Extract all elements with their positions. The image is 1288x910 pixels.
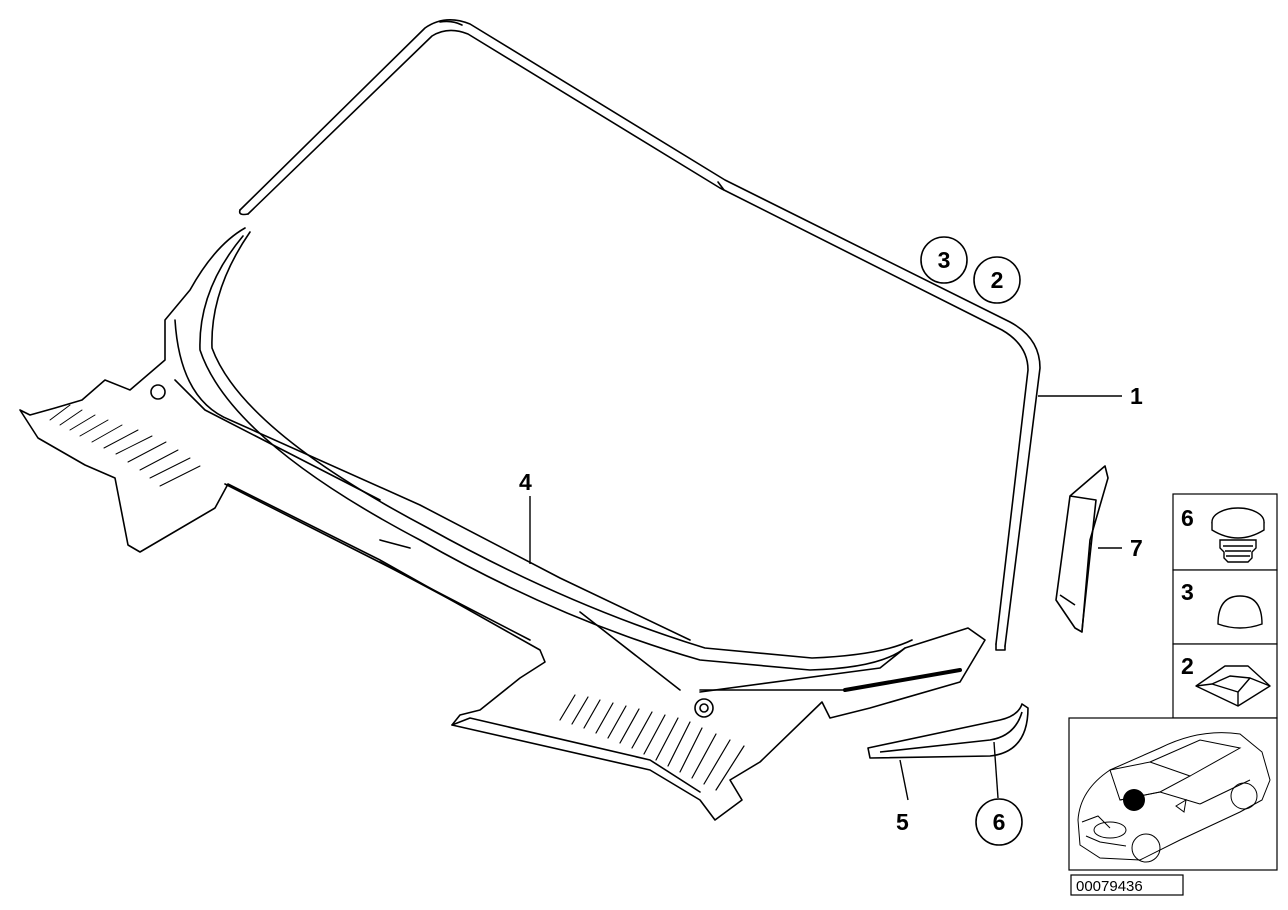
circled-callout-2-label: 2 (991, 267, 1004, 293)
car-location-thumbnail (1068, 717, 1278, 871)
callout-1: 1 (1130, 383, 1143, 409)
legend-box-2-label: 2 (1181, 653, 1194, 679)
legend-box-6: 6 (1172, 493, 1278, 571)
legend-box-3-label: 3 (1181, 579, 1194, 605)
circled-callout-3: 3 (920, 236, 968, 284)
plug-icon (1211, 507, 1265, 563)
cowl-panel (19, 227, 986, 821)
diagram-number: 00079436 (1076, 878, 1143, 895)
windshield-seal (238, 19, 1041, 651)
legend-box-2: 2 (1172, 643, 1278, 719)
lower-seal-strip (867, 703, 1029, 759)
legend-box-3: 3 (1172, 569, 1278, 645)
circled-callout-6-label: 6 (993, 809, 1006, 835)
callout-5: 5 (896, 809, 909, 835)
leader-lines (529, 395, 1122, 801)
circled-callout-6: 6 (975, 798, 1023, 846)
diagram-number-box: 00079436 (1070, 874, 1184, 896)
callout-4: 4 (519, 469, 532, 495)
side-trim (1055, 465, 1109, 633)
location-marker (1123, 789, 1145, 811)
callout-7: 7 (1130, 535, 1143, 561)
pyramid-icon (1195, 665, 1271, 707)
dome-icon (1217, 595, 1263, 629)
circled-callout-2: 2 (973, 256, 1021, 304)
legend-box-6-label: 6 (1181, 505, 1194, 531)
circled-callout-3-label: 3 (938, 247, 951, 273)
